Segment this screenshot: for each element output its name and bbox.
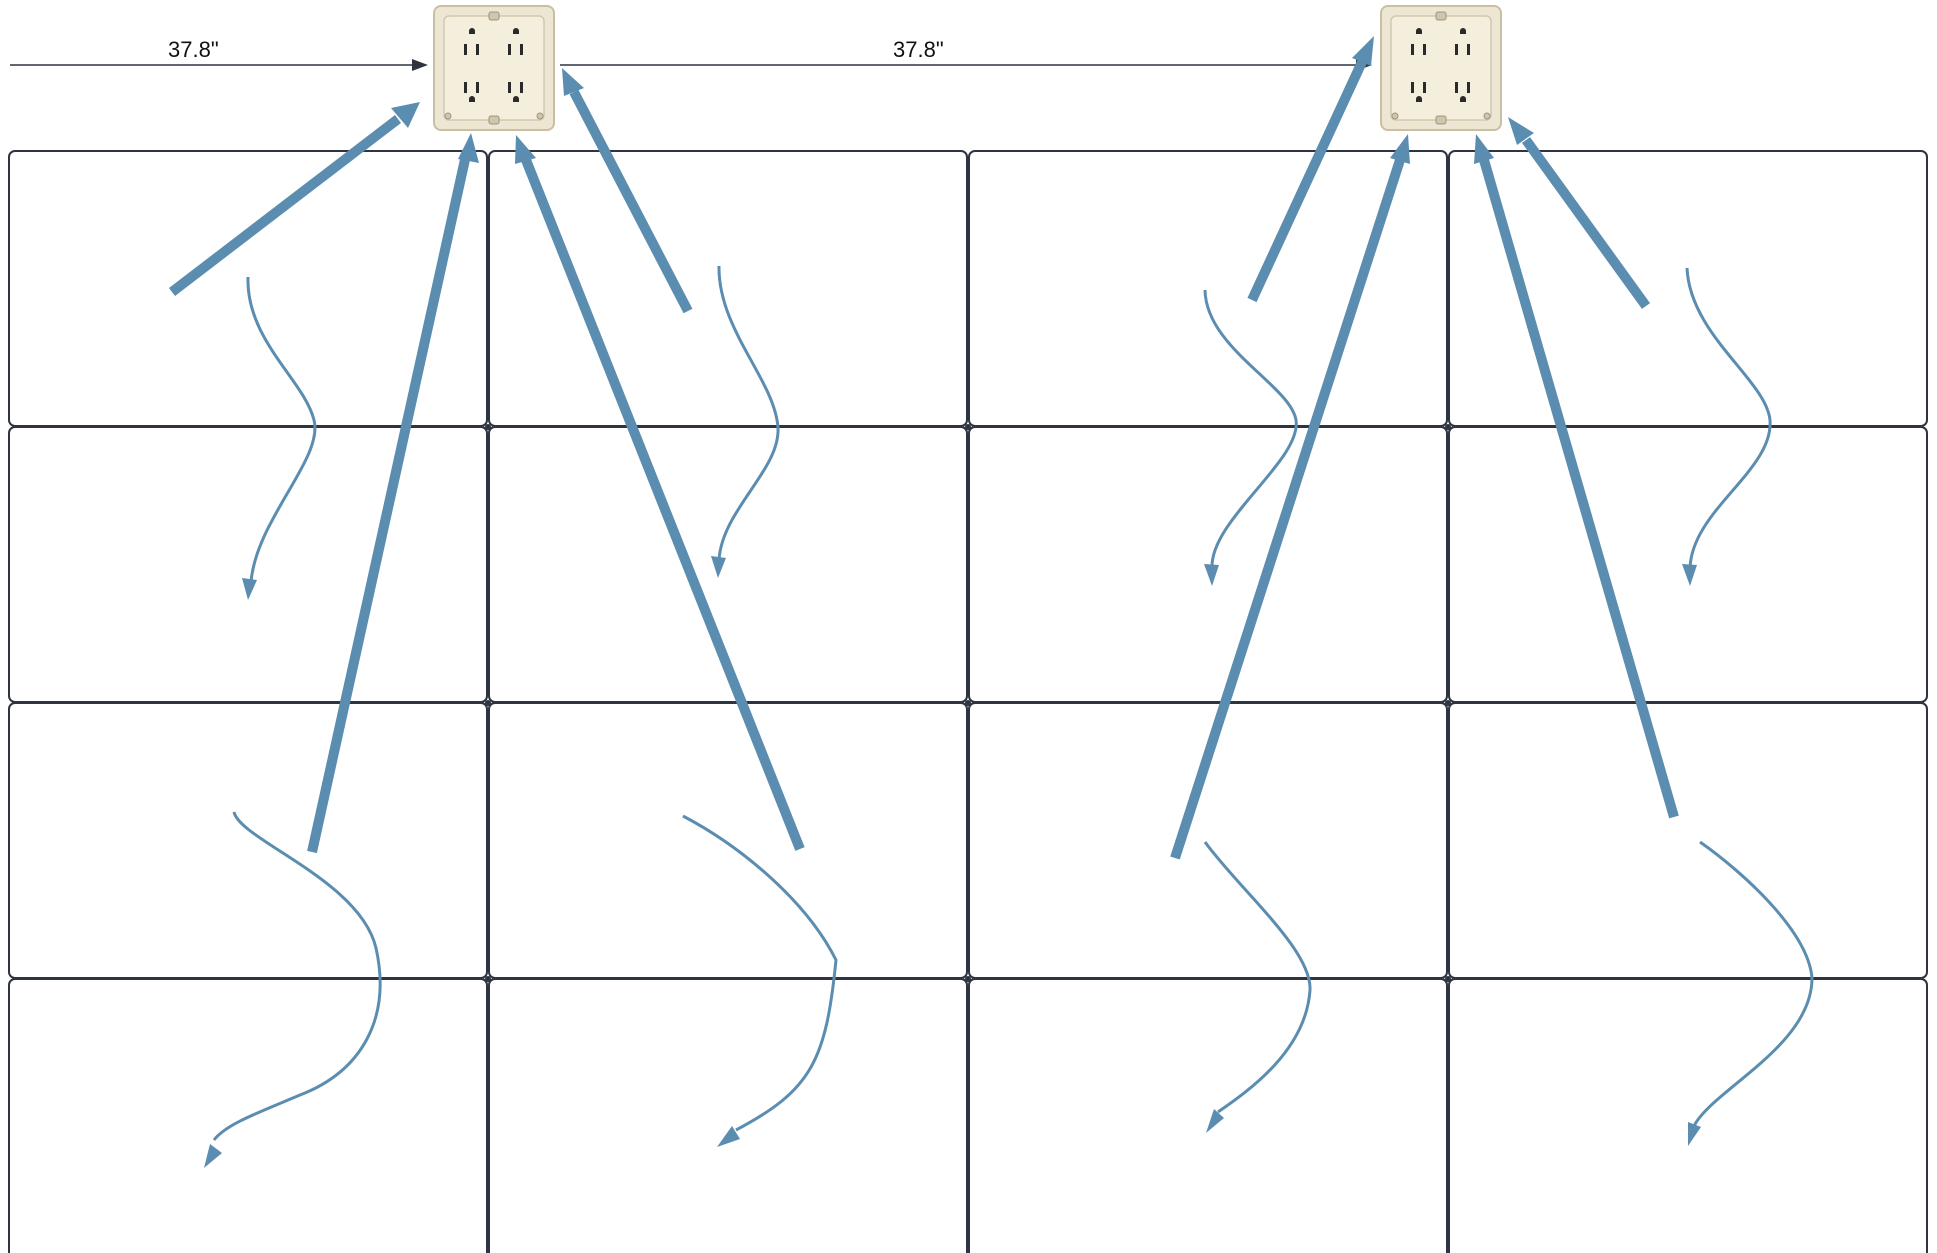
panel <box>9 703 487 978</box>
dimension-label: 37.8" <box>893 37 944 62</box>
panel-joint <box>965 700 971 706</box>
panel <box>489 151 967 426</box>
outlet-left <box>434 6 554 130</box>
arrow-head <box>562 68 584 96</box>
panel <box>969 979 1447 1253</box>
panel <box>489 979 967 1253</box>
panel <box>1449 979 1927 1253</box>
panel-joint <box>965 424 971 430</box>
panel-joint <box>1445 976 1451 982</box>
panel <box>1449 703 1927 978</box>
arrow-head <box>1352 36 1374 66</box>
arrow-head <box>458 133 479 163</box>
panel <box>969 151 1447 426</box>
panel-joint <box>485 424 491 430</box>
panel <box>489 703 967 978</box>
panel-joint <box>485 976 491 982</box>
outlet-right <box>1381 6 1501 130</box>
dimension-middle: 37.8" <box>560 37 1372 71</box>
panel <box>9 427 487 702</box>
panel-joint <box>1445 700 1451 706</box>
dimension-label: 37.8" <box>168 37 219 62</box>
panel-joint <box>965 976 971 982</box>
panel-joint <box>1445 424 1451 430</box>
panel-joint <box>485 700 491 706</box>
dimension-left: 37.8" <box>10 37 428 71</box>
